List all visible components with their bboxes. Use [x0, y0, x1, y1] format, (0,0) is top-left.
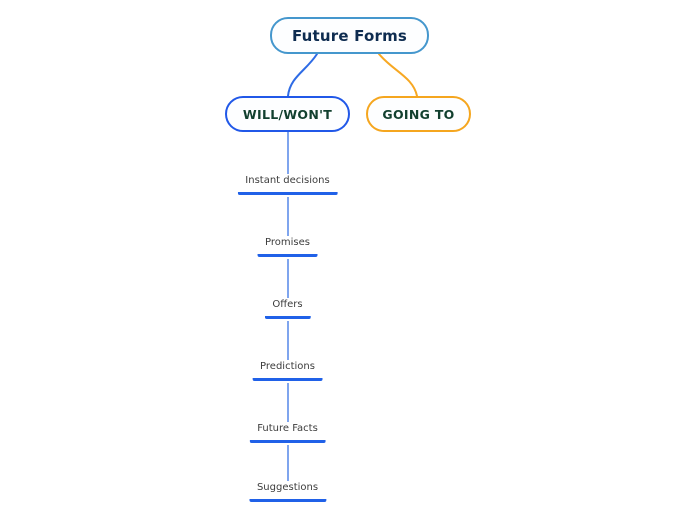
mindmap-node-suggestions[interactable]: Suggestions [248, 481, 327, 502]
connector-will-to-instant-decisions [286, 132, 289, 174]
mindmap-node-future-forms[interactable]: Future Forms [270, 17, 429, 54]
node-label: Offers [272, 299, 303, 310]
node-label: GOING TO [382, 106, 455, 122]
connector-promises-to-offers [286, 259, 289, 298]
mindmap-node-will-wont[interactable]: WILL/WON'T [225, 96, 350, 132]
connector-root-to-will [287, 53, 318, 97]
node-label: Future Forms [291, 26, 408, 45]
mindmap-node-future-facts[interactable]: Future Facts [249, 422, 326, 443]
mindmap-node-going-to[interactable]: GOING TO [366, 96, 471, 132]
mindmap-node-predictions[interactable]: Predictions [252, 360, 323, 381]
node-label: Instant decisions [245, 175, 330, 186]
mindmap-node-promises[interactable]: Promises [257, 236, 318, 257]
connector-offers-to-predictions [286, 321, 289, 360]
node-label: Suggestions [256, 482, 319, 493]
node-label: Promises [265, 237, 310, 248]
node-label: Future Facts [257, 423, 318, 434]
connector-future-facts-to-suggestions [286, 445, 289, 481]
connector-root-to-going [378, 53, 418, 97]
mindmap-node-offers[interactable]: Offers [264, 298, 311, 319]
node-label: WILL/WON'T [242, 106, 333, 122]
connector-instant-decisions-to-promises [286, 197, 289, 236]
connector-predictions-to-future-facts [286, 383, 289, 422]
node-label: Predictions [260, 361, 315, 372]
mindmap-node-instant-decisions[interactable]: Instant decisions [237, 174, 338, 195]
